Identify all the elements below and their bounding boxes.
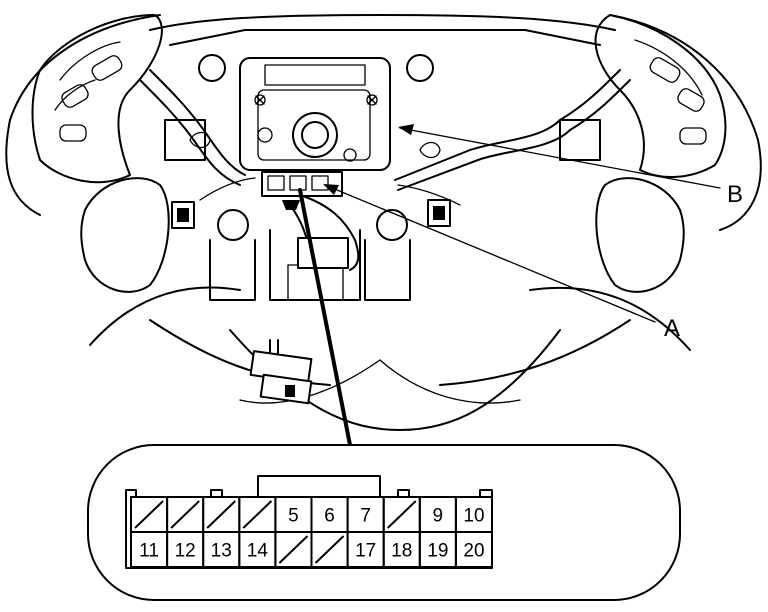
side-connectors — [171, 199, 451, 229]
unused-pin-slash — [170, 500, 200, 529]
center-hub — [149, 14, 616, 301]
unused-pin-slash — [278, 535, 309, 564]
connector-pin-label: 10 — [463, 506, 484, 527]
connector-pin-label: 20 — [463, 541, 484, 562]
loose-plug — [249, 339, 313, 405]
unused-pin-slash — [314, 535, 345, 564]
unused-pin-slash — [242, 500, 273, 529]
connector-pin-label: 5 — [288, 506, 299, 527]
unused-pin-slash — [387, 500, 417, 529]
lower-side-pads — [80, 177, 685, 293]
callout-b-leader — [399, 127, 721, 189]
left-switch-pad — [31, 14, 163, 184]
unused-pin-slash — [206, 500, 236, 529]
connector-pointer-line — [298, 188, 352, 447]
callout-a-leader — [324, 184, 656, 323]
callout-a-label: A — [664, 315, 680, 342]
connector-pin-label: 18 — [391, 541, 412, 562]
callout-b-arrowhead — [398, 124, 414, 135]
callout-a-arrowhead — [323, 184, 339, 195]
clockspring-connector — [261, 171, 349, 269]
connector-pin-label: 14 — [247, 541, 269, 562]
pin-grid: 5 6 7 9 10 11 12 13 14 17 18 19 20 — [130, 496, 493, 568]
connector-pin-cell — [454, 531, 493, 568]
connector-pin-label: 12 — [175, 541, 196, 562]
connector-pin-label: 19 — [427, 541, 448, 562]
connector-pin-label: 6 — [324, 506, 335, 527]
connector-pin-label: 11 — [139, 541, 159, 562]
unused-pin-slash — [134, 500, 164, 529]
connector-pin-label: 9 — [433, 506, 444, 527]
wire-harness — [139, 69, 631, 271]
connector-pin-label: 13 — [211, 541, 232, 562]
connector-face: 5 6 7 9 10 11 12 13 14 17 18 19 20 — [87, 444, 681, 601]
connector-pin-label: 7 — [360, 506, 371, 527]
callout-b-label: B — [727, 181, 743, 208]
connector-pin-label: 17 — [355, 541, 376, 562]
